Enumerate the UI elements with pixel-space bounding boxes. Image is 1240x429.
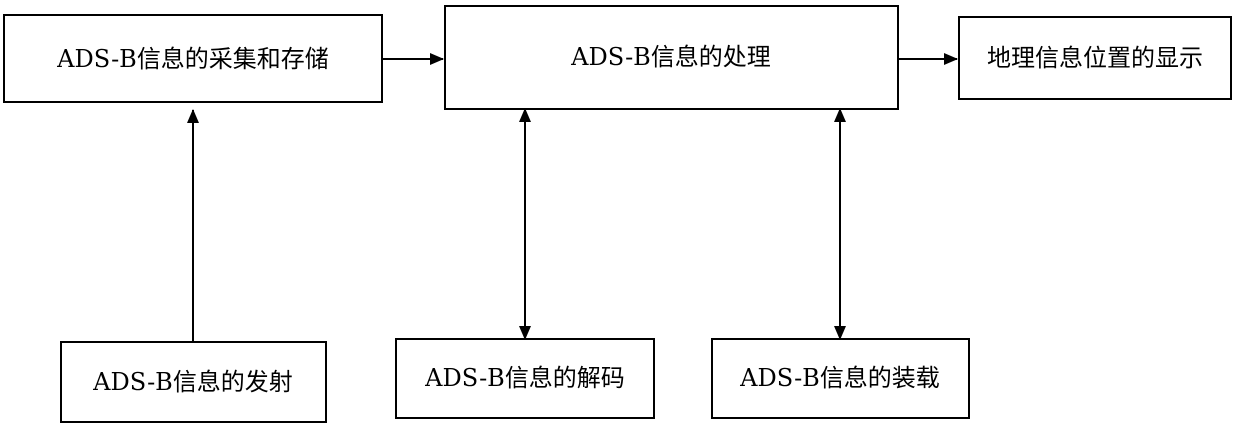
node-process: ADS-B信息的处理 (445, 6, 898, 109)
node-collect-store-label: ADS-B信息的采集和存储 (56, 45, 329, 73)
node-transmit-label: ADS-B信息的发射 (92, 368, 293, 396)
node-decode-label: ADS-B信息的解码 (424, 364, 625, 392)
node-load-label: ADS-B信息的装载 (739, 364, 940, 392)
node-process-label: ADS-B信息的处理 (570, 43, 771, 71)
node-load: ADS-B信息的装载 (712, 339, 969, 418)
node-collect-store: ADS-B信息的采集和存储 (4, 15, 382, 102)
node-transmit: ADS-B信息的发射 (61, 342, 326, 422)
node-decode: ADS-B信息的解码 (396, 339, 654, 418)
node-geo-display: 地理信息位置的显示 (959, 17, 1231, 99)
node-geo-display-label: 地理信息位置的显示 (987, 44, 1203, 72)
